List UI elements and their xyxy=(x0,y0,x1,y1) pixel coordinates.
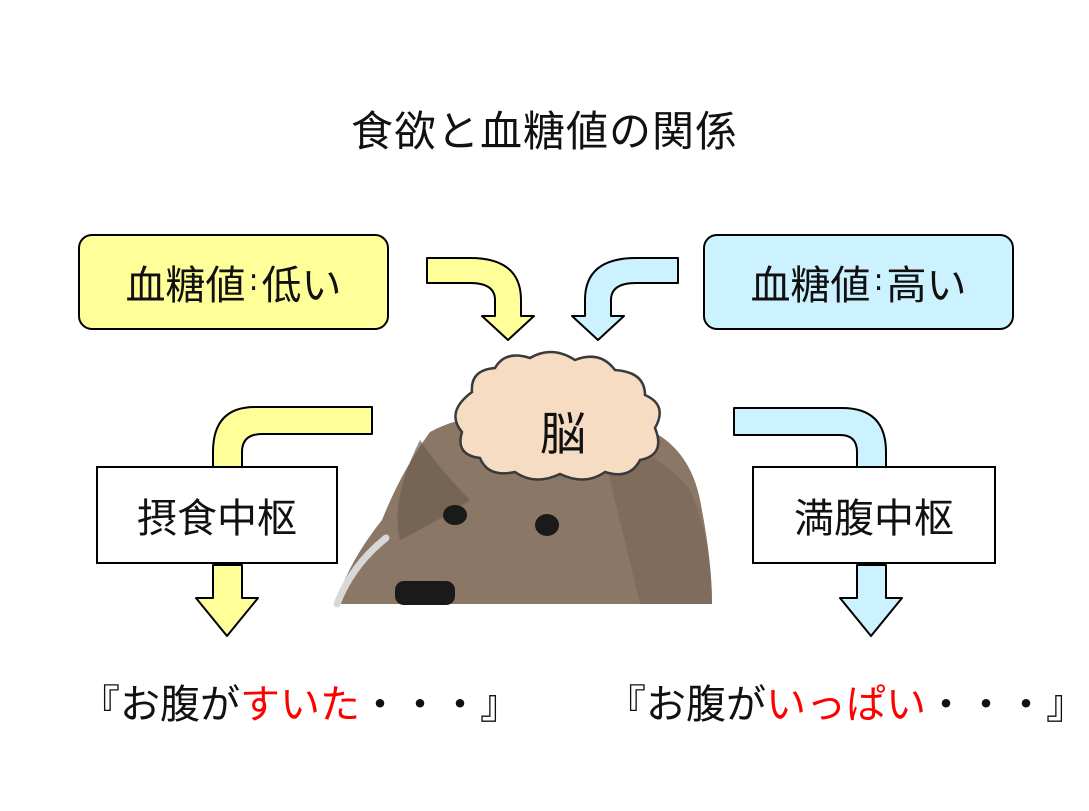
blood-sugar-low-separator: : xyxy=(248,262,259,298)
hungry-quote: 『お腹がすいた・・・』 xyxy=(80,672,520,730)
page-title: 食欲と血糖値の関係 xyxy=(350,107,738,156)
arrow-low-to-brain xyxy=(426,257,535,341)
satiety-center-label: 満腹中枢 xyxy=(794,496,954,542)
full-quote-emphasis: いっぱい xyxy=(766,682,926,728)
arrow-brain-to-feeding-center xyxy=(212,406,373,471)
brain-cloud-icon xyxy=(454,350,661,481)
satiety-center-box: 満腹中枢 xyxy=(752,466,996,564)
blood-sugar-low-label: 血糖値 xyxy=(125,263,246,309)
blood-sugar-high-separator: : xyxy=(873,262,884,298)
blood-sugar-high-box: 血糖値:高い xyxy=(703,234,1014,330)
full-quote-close: ・・・』 xyxy=(926,682,1086,728)
feeding-center-box: 摂食中枢 xyxy=(96,466,338,564)
arrow-feeding-center-down xyxy=(195,564,259,637)
full-quote-open: 『お腹が xyxy=(606,682,766,728)
brain-label: 脳 xyxy=(540,407,586,461)
hungry-quote-close: ・・・』 xyxy=(360,682,520,728)
arrow-brain-to-satiety-center xyxy=(733,407,887,471)
arrow-satiety-center-down xyxy=(839,564,903,637)
blood-sugar-low-value: 低い xyxy=(261,263,342,309)
blood-sugar-low-box: 血糖値:低い xyxy=(78,234,389,330)
arrow-high-to-brain xyxy=(571,257,679,341)
blood-sugar-high-label: 血糖値 xyxy=(750,263,871,309)
full-quote: 『お腹がいっぱい・・・』 xyxy=(606,672,1086,730)
hungry-quote-emphasis: すいた xyxy=(240,682,360,728)
blood-sugar-high-value: 高い xyxy=(886,263,967,309)
hungry-quote-open: 『お腹が xyxy=(80,682,240,728)
feeding-center-label: 摂食中枢 xyxy=(137,496,297,542)
